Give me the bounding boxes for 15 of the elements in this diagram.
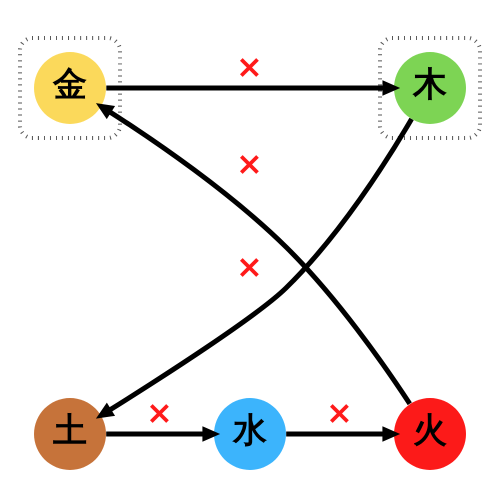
edge-label: × <box>236 248 263 286</box>
node-circle: 水 <box>214 398 286 470</box>
node-circle: 火 <box>394 398 466 470</box>
edge-label: × <box>326 394 353 432</box>
arrow <box>106 426 220 442</box>
node-circle: 土 <box>34 398 106 470</box>
cluster <box>378 36 482 140</box>
node-circle: 木 <box>394 52 466 124</box>
arrow <box>106 80 400 96</box>
cluster <box>18 36 122 140</box>
arrow <box>286 426 400 442</box>
edge-label: × <box>236 144 263 183</box>
edge-label: × <box>236 48 263 86</box>
edge-label: × <box>146 394 173 432</box>
node-circle: 金 <box>34 52 106 124</box>
